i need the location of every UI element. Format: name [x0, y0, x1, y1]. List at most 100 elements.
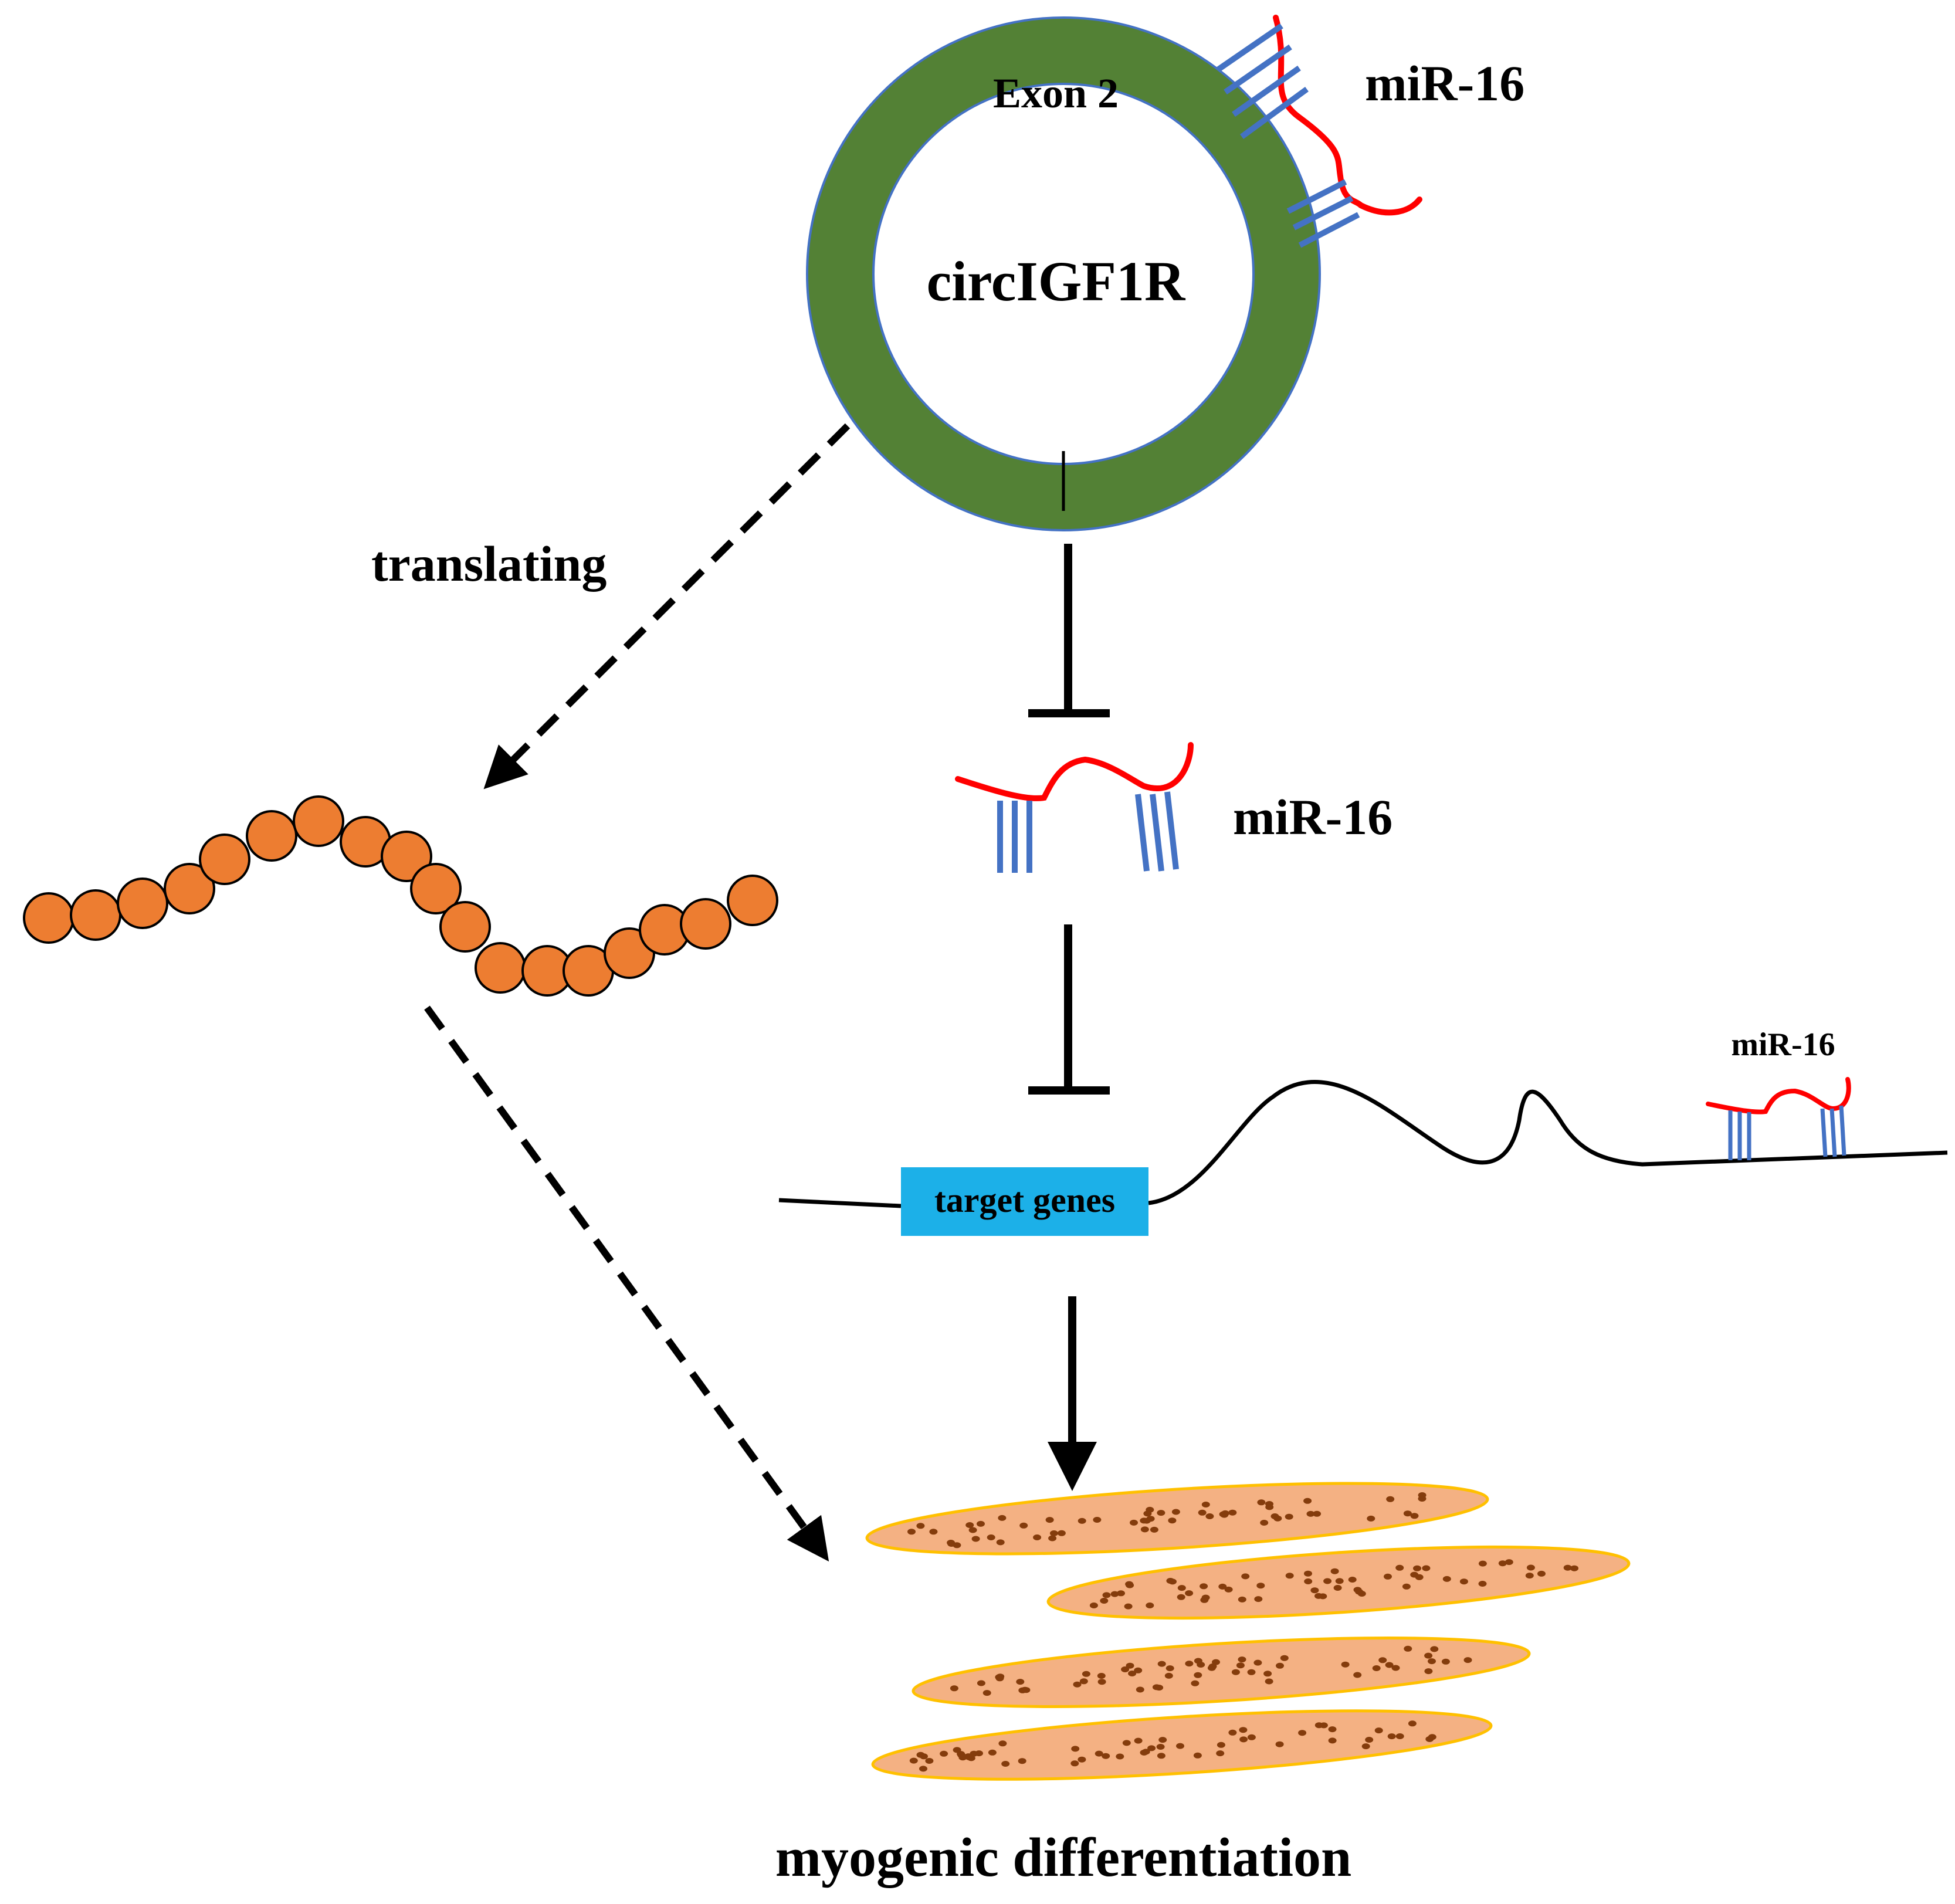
myotube-nucleus — [1185, 1661, 1194, 1667]
myotube-nucleus — [1168, 1517, 1177, 1524]
circ-name-label: circIGF1R — [927, 250, 1186, 313]
myotube-nucleus — [1298, 1730, 1307, 1736]
myotube-nucleus — [1385, 1662, 1394, 1668]
myotube-nucleus — [940, 1750, 948, 1757]
myotube-nucleus — [1121, 1666, 1130, 1672]
myotube-nucleus — [1238, 1656, 1246, 1663]
myotube-nucleus — [1323, 1578, 1332, 1584]
mirna-middle-label: miR-16 — [1233, 789, 1392, 845]
myotube-nucleus — [1263, 1671, 1272, 1677]
myotube-nucleus — [1410, 1571, 1419, 1578]
peptide-bead — [439, 901, 491, 953]
myotube-nucleus — [1057, 1530, 1066, 1536]
mirna-top-label: miR-16 — [1365, 55, 1524, 111]
myotube-nucleus — [998, 1515, 1007, 1521]
myotube-nucleus — [1570, 1565, 1578, 1571]
myotube-nucleus — [1478, 1581, 1487, 1587]
dashed-arrow-to-myotubes — [424, 1005, 829, 1562]
myotube-nucleus — [1147, 1745, 1156, 1751]
myotube-nucleus — [1070, 1760, 1079, 1767]
myotube-nucleus — [1078, 1517, 1086, 1524]
inhibition-bar-icon — [1028, 544, 1110, 717]
myotube-nucleus — [998, 1740, 1007, 1747]
myotube-nucleus — [1253, 1659, 1262, 1666]
myotube-nucleus — [1152, 1684, 1161, 1690]
myotube-nucleus — [1158, 1737, 1167, 1743]
myotube-nucleus — [1016, 1679, 1025, 1685]
myotube-nucleus — [1478, 1560, 1487, 1567]
myotube-nucleus — [1082, 1671, 1090, 1677]
myotube-nucleus — [1303, 1498, 1312, 1504]
myotube-nucleus — [1254, 1596, 1263, 1603]
myotube-nucleus — [996, 1673, 1005, 1680]
myotube-nucleus — [1201, 1594, 1210, 1601]
myotube-nucleus — [1410, 1513, 1419, 1519]
myotube-nucleus — [1241, 1573, 1250, 1580]
myotube-nucleus — [1045, 1517, 1054, 1523]
myotube-nucleus — [1313, 1510, 1322, 1517]
peptide-bead — [293, 795, 344, 847]
myotube-nucleus — [996, 1539, 1005, 1546]
myotube-nucleus — [1341, 1661, 1350, 1668]
myotube-nucleus — [1333, 1585, 1342, 1591]
myotube-nucleus — [1526, 1564, 1535, 1571]
peptide-bead — [70, 889, 121, 941]
myotube-nucleus — [953, 1542, 961, 1549]
myotube-nucleus — [982, 1690, 991, 1696]
myotube-nucleus — [1116, 1753, 1124, 1760]
peptide-bead — [246, 810, 297, 862]
myotube-nucleus — [1177, 1585, 1186, 1591]
myotube-nucleus — [909, 1757, 918, 1764]
myotube-nucleus — [1177, 1594, 1185, 1600]
myotube-nucleus — [1157, 1661, 1166, 1667]
outcome-label: myogenic differentiation — [775, 1827, 1352, 1888]
mrna-line-icon: target genes — [778, 1080, 1948, 1236]
myotube-nucleus — [1078, 1756, 1086, 1763]
inhibition-bar-target — [1028, 924, 1110, 1095]
myotube-nucleus — [1395, 1564, 1404, 1571]
myotube-nucleus — [1018, 1758, 1026, 1764]
myotube-nucleus — [1217, 1742, 1225, 1748]
myotube-nucleus — [1228, 1509, 1237, 1516]
myotube-nucleus — [1071, 1746, 1080, 1752]
myotube-nucleus — [1256, 1583, 1265, 1589]
myotube-nucleus — [1276, 1662, 1284, 1669]
myotube-nucleus — [1525, 1573, 1534, 1579]
myotube-nucleus — [1220, 1512, 1229, 1518]
myotube-icon — [865, 1482, 1631, 1781]
myotube-nucleus — [1218, 1583, 1227, 1590]
peptide-bead — [23, 892, 74, 944]
myotube-nucleus — [1140, 1749, 1148, 1756]
myotube-nucleus — [1117, 1590, 1125, 1597]
myotube-nucleus — [958, 1754, 967, 1761]
myotube-nucleus — [1033, 1534, 1042, 1540]
myotube-nucleus — [1100, 1598, 1109, 1604]
myotube-nucleus — [916, 1523, 925, 1529]
myotube-nucleus — [1150, 1526, 1158, 1533]
myotube-nucleus — [1097, 1673, 1106, 1679]
circular-rna-ring: Exon 2 circIGF1R — [806, 16, 1321, 531]
myotube-1 — [865, 1482, 1489, 1556]
exon-label: Exon 2 — [993, 70, 1119, 117]
myotube-nucleus — [1367, 1515, 1375, 1522]
myotube-nucleus — [1424, 1652, 1433, 1659]
myotube-nucleus — [965, 1754, 974, 1760]
myotube-nucleus — [1404, 1645, 1412, 1652]
myotube-nucleus — [1335, 1578, 1344, 1584]
myotube-nucleus — [1093, 1517, 1102, 1523]
myotube-nucleus — [1357, 1591, 1366, 1597]
myotube-nucleus — [1304, 1578, 1313, 1584]
myotube-nucleus — [1126, 1582, 1134, 1588]
myotube-nucleus — [1228, 1729, 1237, 1736]
myotube-nucleus — [907, 1529, 916, 1535]
myotube-nucleus — [1413, 1565, 1421, 1571]
myotube-nucleus — [1019, 1522, 1028, 1529]
myotube-nucleus — [1260, 1520, 1269, 1526]
myotube-nucleus — [1212, 1659, 1220, 1665]
myotube-nucleus — [1374, 1727, 1383, 1734]
myotube-nucleus — [1089, 1603, 1098, 1608]
myotube-nucleus — [1310, 1587, 1319, 1594]
myotube-nucleus — [1136, 1686, 1144, 1693]
myotube-nucleus — [953, 1747, 961, 1753]
